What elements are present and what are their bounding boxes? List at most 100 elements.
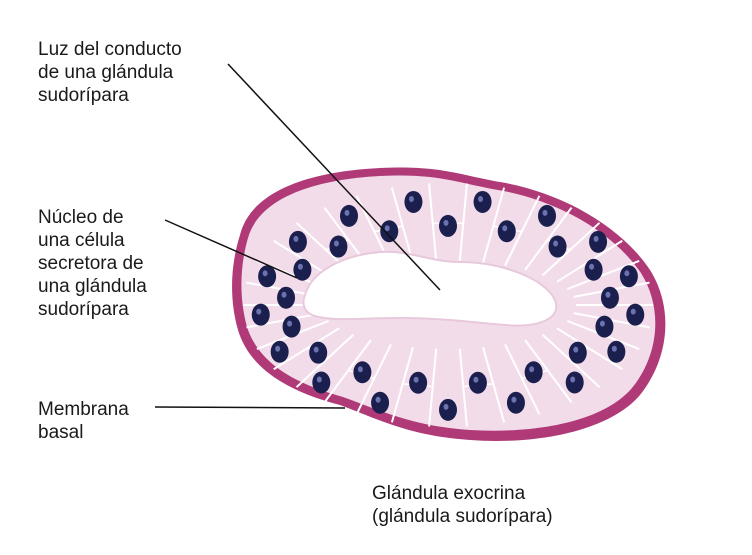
cell-nucleus <box>619 265 638 288</box>
label-line: de una glándula <box>38 62 174 83</box>
nucleus-highlight <box>281 291 287 298</box>
cell-nucleus <box>589 230 608 253</box>
cell-nucleus <box>607 340 626 363</box>
nucleus-highlight <box>605 291 611 298</box>
nucleus-highlight <box>344 209 350 216</box>
cell-border <box>458 183 468 262</box>
cell-nucleus <box>600 286 619 309</box>
leader-line-basement-membrane <box>154 406 346 409</box>
cell-nucleus <box>468 371 487 394</box>
nucleus-highlight <box>375 396 381 403</box>
leader-line-nucleus <box>164 219 298 279</box>
nucleus-highlight <box>275 345 281 352</box>
cell-nucleus <box>473 190 492 213</box>
nucleus-highlight <box>570 376 576 383</box>
cell-nucleus <box>626 303 645 326</box>
caption: Glándula exocrina (glándula sudorípara) <box>372 482 553 528</box>
nucleus-highlight <box>256 308 262 315</box>
cell-nucleus <box>565 371 584 394</box>
cell-nucleus <box>439 214 457 237</box>
cell-border <box>390 347 414 423</box>
cell-border <box>355 343 392 415</box>
cell-border <box>524 339 573 403</box>
nucleus-highlight <box>262 270 268 277</box>
nucleus-highlight <box>542 209 548 216</box>
nucleus-highlight <box>478 195 484 202</box>
cell-nucleus <box>548 235 567 258</box>
cell-border <box>541 333 601 388</box>
nucleus-highlight <box>333 240 339 247</box>
cell-nucleus <box>353 361 372 384</box>
cell-border <box>428 183 438 262</box>
label-line: sudorípara <box>38 85 129 106</box>
cell-nucleus <box>312 371 331 394</box>
cell-nucleus <box>497 220 516 243</box>
cell-border <box>458 348 468 427</box>
nucleus-highlight <box>297 263 303 270</box>
nucleus-highlight <box>624 270 630 277</box>
nucleus-highlight <box>408 195 414 202</box>
cell-nucleus <box>538 204 557 227</box>
cell-border <box>504 343 541 415</box>
nucleus-highlight <box>473 376 479 383</box>
nucleus-highlight <box>611 345 617 352</box>
cell-nucleus <box>439 398 457 421</box>
cell-border <box>482 187 506 263</box>
nucleus-highlight <box>316 376 322 383</box>
sweat-gland-cross-section <box>232 167 666 441</box>
cell-nucleus <box>371 391 390 414</box>
nucleus-highlight <box>511 396 517 403</box>
caption-line: (glándula sudorípara) <box>372 506 553 527</box>
nucleus-highlight <box>630 308 636 315</box>
label-line: basal <box>38 422 84 443</box>
cell-nucleus <box>288 230 307 253</box>
nucleus-highlight <box>553 240 559 247</box>
nucleus-highlight <box>593 235 599 242</box>
label-line: Membrana <box>38 399 129 420</box>
nucleus-highlight <box>287 320 293 327</box>
cell-nucleus <box>270 340 289 363</box>
label-duct-lumen: Luz del conducto de una glándula sudoríp… <box>38 38 182 107</box>
label-line: una glándula <box>38 276 147 297</box>
cell-border <box>390 187 414 263</box>
cell-nucleus <box>380 220 399 243</box>
cell-border <box>504 195 541 267</box>
nucleus-highlight <box>357 366 363 373</box>
label-line: Luz del conducto <box>38 39 182 60</box>
cell-border <box>273 327 340 371</box>
cell-border <box>541 222 601 277</box>
cell-nucleus <box>282 315 301 338</box>
label-line: sudorípara <box>38 299 129 320</box>
leader-line-duct-lumen <box>227 63 441 291</box>
cell-nucleus <box>277 286 296 309</box>
cell-nucleus <box>258 265 277 288</box>
cell-nucleus <box>506 391 525 414</box>
nuclei <box>251 190 645 421</box>
label-line: una célula <box>38 230 125 251</box>
cell-nucleus <box>524 361 543 384</box>
duct-lumen <box>302 250 558 327</box>
cell-border <box>482 347 506 423</box>
cell-border <box>524 207 573 271</box>
cell-nucleus <box>404 190 423 213</box>
cell-nucleus <box>293 258 312 281</box>
cell-nucleus <box>568 341 587 364</box>
cell-border <box>323 339 372 403</box>
nucleus-highlight <box>502 225 508 232</box>
nucleus-highlight <box>589 263 595 270</box>
cell-nucleus <box>251 303 270 326</box>
nucleus-highlight <box>313 346 319 353</box>
nucleus-highlight <box>293 235 299 242</box>
nucleus-highlight <box>529 366 535 373</box>
nucleus-highlight <box>443 403 449 410</box>
cell-nucleus <box>584 258 603 281</box>
label-line: secretora de <box>38 253 144 274</box>
cell-border <box>295 333 355 388</box>
nucleus-highlight <box>384 225 390 232</box>
cell-nucleus <box>329 235 348 258</box>
label-nucleus: Núcleo de una célula secretora de una gl… <box>38 206 147 321</box>
cell-nucleus <box>595 315 614 338</box>
nucleus-highlight <box>573 346 579 353</box>
label-line: Núcleo de <box>38 207 124 228</box>
